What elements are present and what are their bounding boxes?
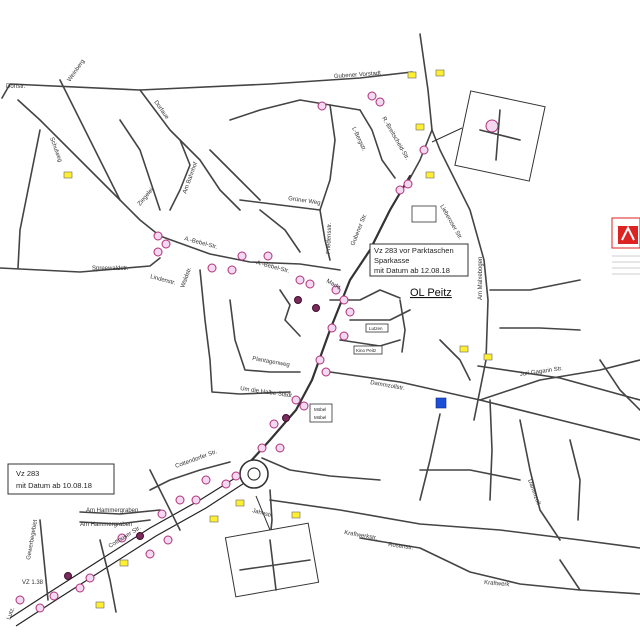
label-waldstr: Waldstr. [180, 266, 193, 289]
callout-sparkasse-line-3: mit Datum ab 12.08.18 [374, 266, 450, 275]
yellow-signs [63, 69, 493, 609]
label-am-malxebogen: Am Malxebogen [478, 257, 484, 300]
box-moebel-line-2: Möbel [314, 415, 326, 420]
label-gewerbegebiet: Gewerbegebiet [26, 519, 39, 560]
label-gubener-str: Gubener Str. [350, 213, 368, 247]
label-rosenstr: Rosenstr. [388, 542, 414, 552]
small-boxes: Möbel Möbel Lutzen Kino Peitz [309, 205, 437, 423]
label-gruener-weg: Grüner Weg [288, 196, 321, 206]
detail-inset-north [431, 90, 546, 182]
box-kino: Kino Peitz [356, 348, 377, 353]
detail-inset-south [224, 495, 320, 598]
main-roads [0, 33, 640, 627]
label-a-bebel-1: A.-Bebel-Str. [183, 236, 218, 251]
label-vz-a: VZ 1.38 [22, 580, 44, 586]
logo-fragment [611, 217, 640, 275]
label-r-breitscheid: R.-Breitscheid-Str. [380, 116, 410, 161]
callout-vz283-line-2: mit Datum ab 10.08.18 [16, 481, 92, 490]
label-am-hammergraben-1: Am Hammergraben [86, 508, 138, 514]
callout-sparkasse-line-2: Sparkasse [374, 256, 409, 265]
callout-sparkasse: Vz 283 vor Parktaschen Sparkasse mit Dat… [369, 243, 469, 277]
label-l-bergstr: L-Bergstr. [350, 126, 367, 152]
box-moebel-line-1: Möbel [314, 407, 326, 412]
label-spreewaldstr: Spreewaldstr. [92, 266, 129, 272]
label-gubener-vorstadt: Gubener Vorstadt [334, 71, 382, 80]
callout-vz283: Vz 283 mit Datum ab 10.08.18 [7, 463, 115, 495]
label-um-die-halbe-stadt: Um die Halbe Stadt [240, 386, 293, 399]
callout-vz283-line-1: Vz 283 [16, 469, 39, 478]
label-ziegelei: Ziegelei [137, 187, 155, 207]
label-plantagenweg: Plantagenweg [252, 356, 290, 369]
label-am-hammergraben-2: Am Hammergraben [80, 522, 132, 528]
parking-sign [435, 397, 447, 409]
label-jahnstr: Jahnstr. [251, 508, 273, 519]
label-juri-gagarin: Juri Gagarin Str. [519, 366, 563, 378]
callout-sparkasse-line-1: Vz 283 vor Parktaschen [374, 246, 454, 255]
label-lindenstr: Lindenstr. [149, 274, 176, 287]
secondary-roads [17, 79, 640, 613]
label-kraftwerk: Kraftwerk [484, 580, 511, 588]
label-dammzoll2: Dammzoll [526, 479, 541, 506]
label-kraftwerkstr: Kraftwerkstr. [344, 530, 378, 542]
label-lutz-a: Lutz. [6, 606, 16, 621]
town-label: OL Peitz [410, 287, 452, 299]
label-lieberoser: Lieberoser Str. [438, 204, 463, 241]
box-lutzen: Lutzen [369, 326, 383, 331]
label-weinberg: Weinberg [67, 59, 87, 83]
label-dammzollstr: Dammzollstr. [370, 380, 406, 392]
label-dorfstr: Dorfstr. [6, 84, 26, 90]
label-friedensstr: Friedensstr. [326, 222, 333, 254]
